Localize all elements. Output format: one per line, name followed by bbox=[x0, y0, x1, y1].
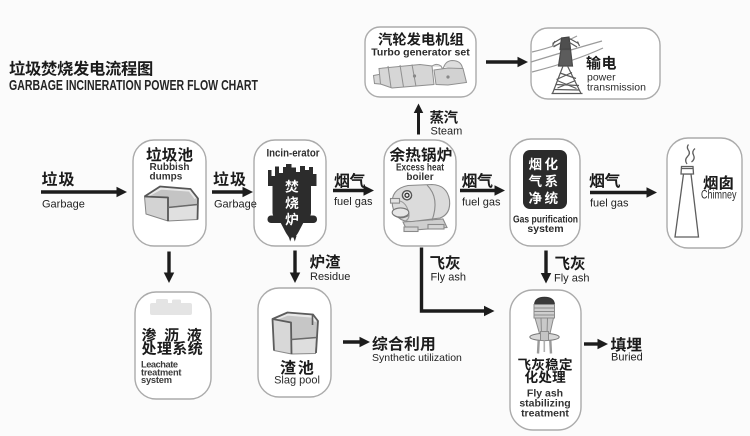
svg-text:system: system bbox=[527, 223, 563, 235]
svg-text:Steam: Steam bbox=[431, 126, 463, 138]
svg-text:Fly ash: Fly ash bbox=[527, 388, 563, 400]
svg-text:Fly ash: Fly ash bbox=[554, 273, 589, 285]
svg-text:system: system bbox=[141, 375, 172, 385]
svg-text:Excess heat: Excess heat bbox=[396, 163, 445, 174]
svg-text:fuel gas: fuel gas bbox=[462, 197, 501, 209]
svg-text:GARBAGE INCINERATION POWER FLO: GARBAGE INCINERATION POWER FLOW CHART bbox=[9, 78, 258, 94]
svg-text:Garbage: Garbage bbox=[42, 199, 85, 211]
svg-text:Chimney: Chimney bbox=[701, 190, 737, 202]
svg-text:Fly ash: Fly ash bbox=[431, 272, 466, 284]
svg-text:Synthetic utilization: Synthetic utilization bbox=[372, 352, 462, 364]
svg-text:treatment: treatment bbox=[521, 408, 569, 420]
svg-text:power: power bbox=[587, 72, 616, 84]
svg-text:Garbage: Garbage bbox=[214, 199, 257, 211]
svg-text:Rubbish: Rubbish bbox=[150, 162, 190, 173]
svg-text:Slag pool: Slag pool bbox=[274, 375, 320, 387]
svg-text:Turbo generator set: Turbo generator set bbox=[371, 47, 470, 59]
svg-text:fuel gas: fuel gas bbox=[590, 198, 629, 210]
svg-text:dumps: dumps bbox=[150, 172, 183, 183]
svg-text:Residue: Residue bbox=[310, 271, 350, 283]
svg-text:Incin-erator: Incin-erator bbox=[267, 148, 321, 160]
svg-text:transmission: transmission bbox=[587, 82, 646, 94]
svg-text:Gas purification: Gas purification bbox=[513, 214, 578, 226]
svg-text:Leachate: Leachate bbox=[141, 360, 178, 370]
svg-text:stabilizing: stabilizing bbox=[519, 398, 570, 410]
svg-text:treatment: treatment bbox=[141, 368, 182, 378]
svg-text:boiler: boiler bbox=[406, 172, 433, 183]
svg-text:fuel gas: fuel gas bbox=[334, 196, 373, 208]
svg-text:Buried: Buried bbox=[611, 352, 643, 364]
